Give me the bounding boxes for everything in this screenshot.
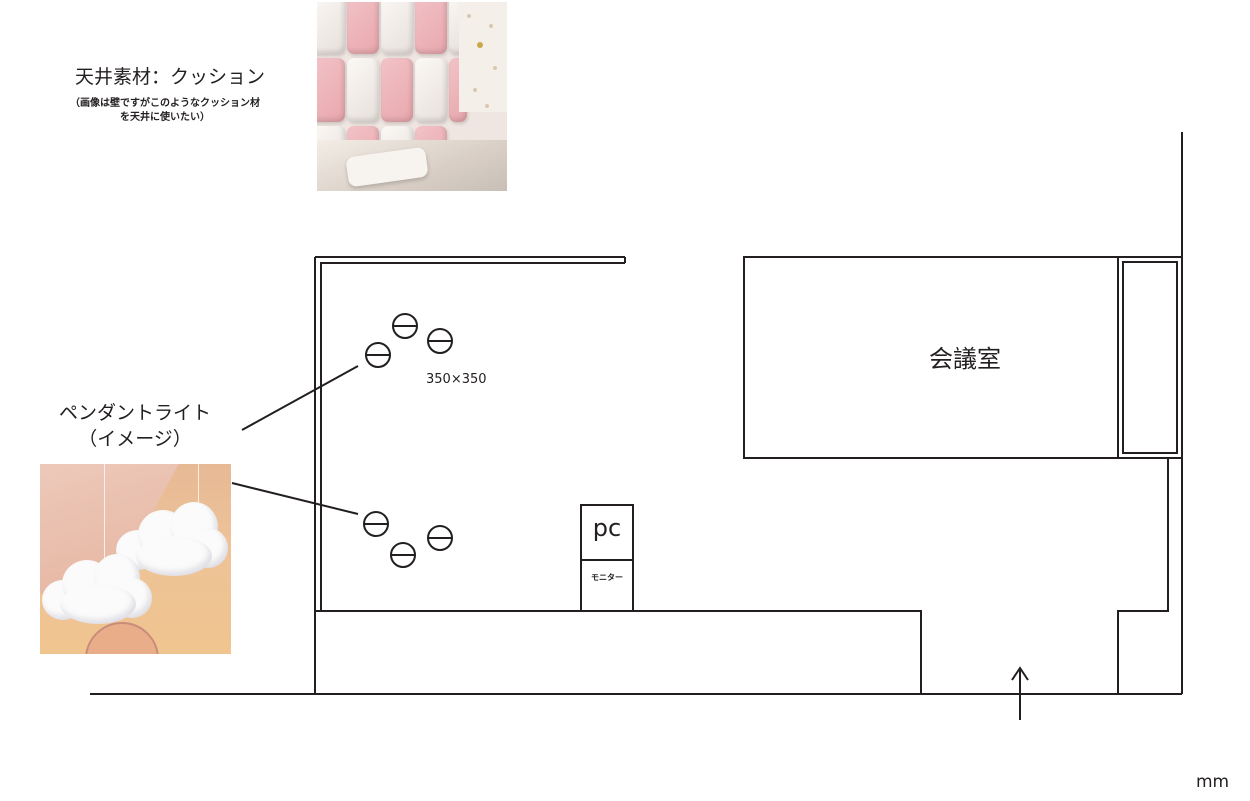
leader-line-upper [241, 365, 359, 431]
pendant-light-icon [363, 511, 389, 537]
ceiling-material-note-line2: を天井に使いたい） [120, 112, 210, 123]
pendant-light-title: ペンダントライト [58, 402, 211, 424]
meeting-room-side-panel [1117, 256, 1183, 459]
counter [314, 610, 922, 695]
pendant-light-reference-photo [40, 464, 231, 654]
pendant-light-icon [390, 542, 416, 568]
entrance-arrow-head [1011, 666, 1029, 681]
ceiling-material-title: 天井素材：クッション [74, 66, 265, 88]
unit-label: mm [1196, 772, 1230, 792]
cushion-reference-photo [317, 2, 507, 191]
meeting-room-side-panel-inner [1122, 261, 1178, 454]
monitor-label: モニター [591, 573, 623, 582]
ceiling-material-note-line1: （画像は壁ですがこのようなクッション材 [70, 98, 260, 109]
pendant-light-subtitle: （イメージ） [78, 428, 192, 450]
meeting-room-label: 会議室 [929, 345, 1001, 373]
pendant-light-icon [427, 525, 453, 551]
right-partition [1117, 457, 1169, 694]
leader-line-lower [231, 482, 359, 515]
light-size-label: 350×350 [426, 372, 487, 387]
pc-label: pc [592, 514, 622, 542]
pc-monitor-unit [580, 504, 634, 612]
pendant-light-icon [365, 342, 391, 368]
pendant-light-icon [392, 313, 418, 339]
pendant-light-icon [427, 328, 453, 354]
